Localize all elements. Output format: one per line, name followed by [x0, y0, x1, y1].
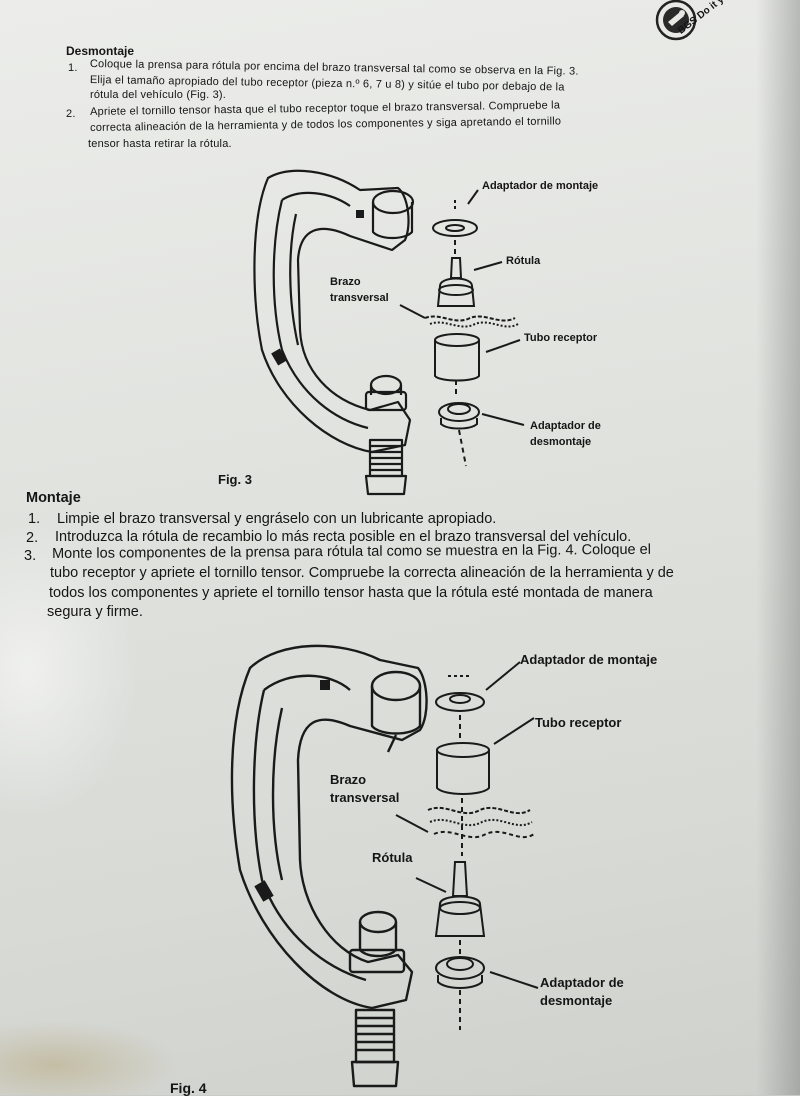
brand-logo: BGS Do it yours	[650, 0, 743, 52]
section-heading-montaje: Montaje	[26, 490, 81, 506]
montaje-step-number: 2.	[26, 530, 39, 546]
fig4-label-brazo-line1: Brazo	[330, 772, 367, 787]
montaje-step-text: segura y firme.	[47, 604, 143, 620]
paper-glare	[0, 520, 140, 820]
montaje-step-number: 1.	[28, 511, 41, 527]
montaje-step-text: todos los componentes y apriete el torni…	[49, 585, 653, 601]
figure-4-caption: Fig. 4	[170, 1080, 207, 1096]
fig3-label-adaptador-desmontaje-line1: Adaptador de	[530, 420, 601, 432]
fig4-label-adaptador-desmontaje-line2: desmontaje	[540, 993, 613, 1008]
fig4-label-brazo-line2: transversal	[330, 790, 400, 805]
step-number: 2.	[66, 108, 76, 120]
fig4-label-adaptador-montaje: Adaptador de montaje	[520, 652, 658, 667]
fig3-label-adaptador-desmontaje-line2: desmontaje	[530, 436, 592, 448]
montaje-step-text: Limpie el brazo transversal y engráselo …	[57, 511, 497, 527]
step-text-line: rótula del vehículo (Fig. 3).	[90, 89, 227, 101]
page-edge-shadow	[756, 0, 800, 1095]
fig3-label-rotula: Rótula	[506, 255, 541, 267]
brand-logo-icon	[655, 0, 697, 41]
fig3-label-brazo-line2: transversal	[330, 292, 389, 304]
fig4-label-rotula: Rótula	[372, 850, 413, 865]
montaje-step-text: Introduzca la rótula de recambio lo más …	[55, 529, 632, 545]
fig3-label-adaptador-montaje: Adaptador de montaje	[482, 180, 599, 192]
figure-3-caption: Fig. 3	[218, 472, 252, 487]
step-text-line: tensor hasta retirar la rótula.	[88, 138, 232, 150]
montaje-step-text: tubo receptor y apriete el tornillo tens…	[50, 565, 674, 581]
fig4-label-tubo-receptor: Tubo receptor	[535, 715, 622, 730]
section-heading-desmontaje: Desmontaje	[66, 44, 135, 58]
fig4-label-adaptador-desmontaje-line1: Adaptador de	[540, 975, 624, 990]
montaje-step-number: 3.	[24, 548, 37, 564]
paper-stain	[0, 1020, 180, 1095]
step-number: 1.	[68, 62, 78, 74]
fig3-label-tubo-receptor: Tubo receptor	[524, 332, 598, 344]
fig3-label-brazo-line1: Brazo	[330, 276, 361, 288]
